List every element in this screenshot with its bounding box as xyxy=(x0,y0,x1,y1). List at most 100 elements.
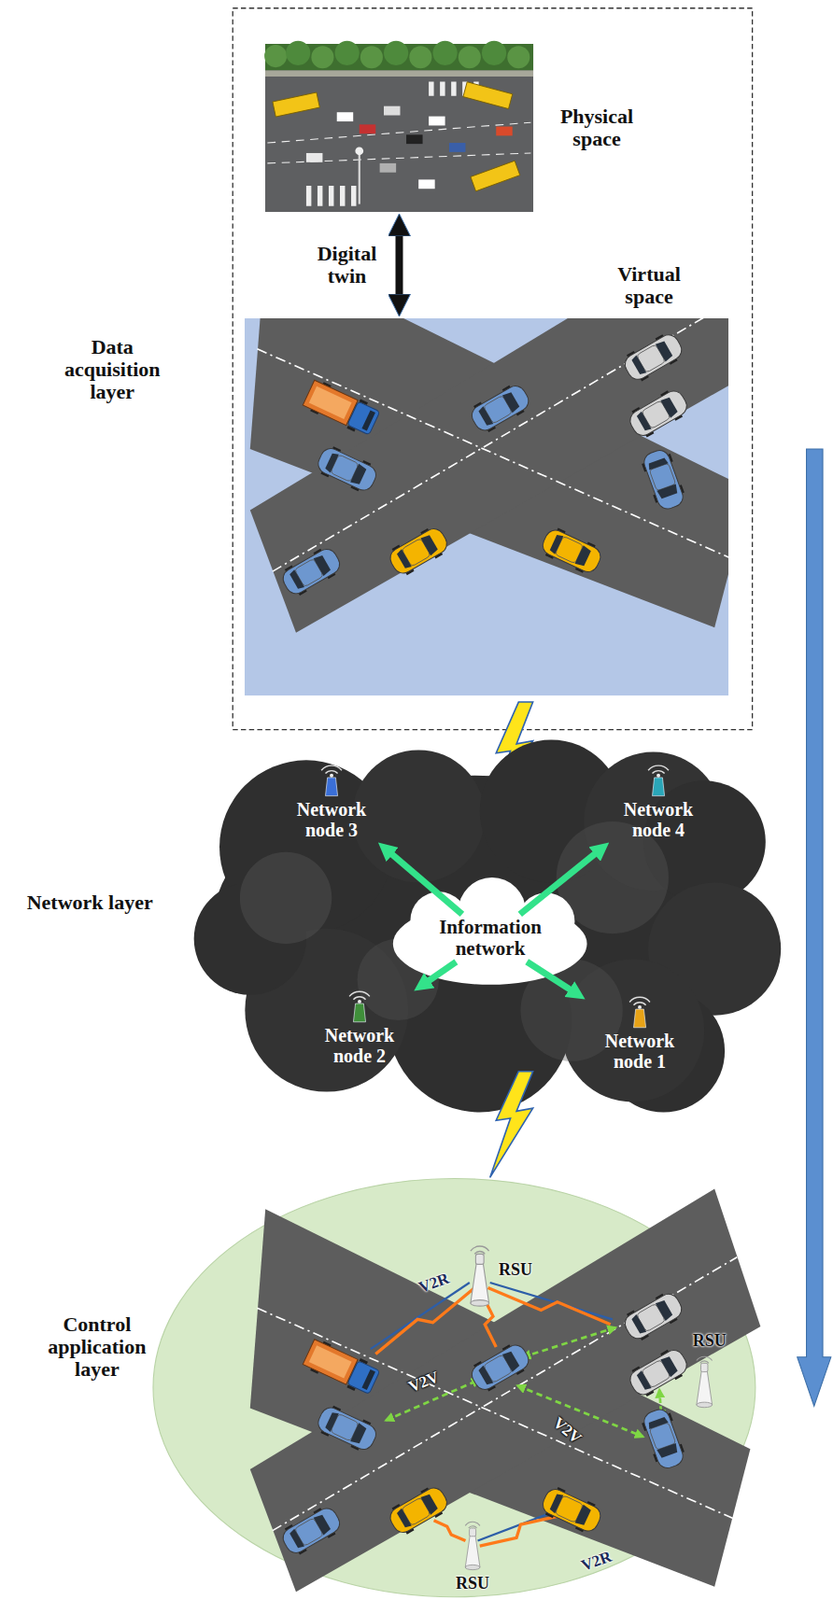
car xyxy=(625,386,691,440)
street-car xyxy=(418,179,435,189)
layer-label: Network layer xyxy=(27,891,154,915)
network-cloud xyxy=(194,739,782,1113)
antenna xyxy=(349,991,370,1022)
car xyxy=(467,381,533,436)
wireless-link xyxy=(490,1072,534,1179)
network-node-label: Network node 1 xyxy=(588,1030,692,1073)
v2r-signal xyxy=(375,1287,475,1355)
rsu-label: RSU xyxy=(455,1575,490,1595)
lane-marking xyxy=(256,318,729,572)
street-car xyxy=(337,112,353,122)
lane-marking xyxy=(267,122,531,164)
v2v-link xyxy=(517,1385,643,1438)
truck xyxy=(302,379,382,437)
tree xyxy=(310,45,334,69)
cloud-part xyxy=(352,749,485,883)
rsu-tower xyxy=(470,1246,490,1307)
v2r-signal xyxy=(488,1287,611,1325)
network-node: Network node 2 xyxy=(308,991,411,1067)
car xyxy=(621,1290,686,1344)
tree xyxy=(432,41,457,66)
street-car xyxy=(359,124,376,134)
tree xyxy=(507,45,530,69)
lamp xyxy=(354,146,364,156)
car xyxy=(314,444,381,495)
cloud-label: Information network xyxy=(410,917,570,961)
car xyxy=(314,1404,381,1455)
network-node: Network node 1 xyxy=(588,997,692,1073)
cloud-shade xyxy=(240,852,332,945)
street-car xyxy=(449,142,466,153)
sidewalk xyxy=(265,70,534,77)
street-car xyxy=(380,163,396,173)
street-car xyxy=(428,116,445,127)
car xyxy=(538,526,605,577)
information-network-cloud: Information network xyxy=(410,917,570,961)
rsu-tower xyxy=(696,1356,713,1409)
network-node: Network node 3 xyxy=(280,765,383,841)
lamp-post xyxy=(358,153,361,205)
tree xyxy=(481,41,507,66)
car xyxy=(279,545,344,599)
image-caption: Physical space xyxy=(545,105,649,151)
layer-label: Control application layer xyxy=(39,1313,156,1383)
street-photo xyxy=(265,43,534,212)
network-arrow xyxy=(520,850,600,915)
panel-caption: Virtual space xyxy=(597,263,701,309)
truck xyxy=(302,1339,382,1397)
car xyxy=(386,524,452,579)
tree xyxy=(264,44,287,68)
rsu-tower xyxy=(465,1522,481,1570)
network-node-label: Network node 4 xyxy=(607,799,710,841)
car xyxy=(640,1407,687,1472)
tree xyxy=(335,41,360,66)
street-car xyxy=(495,127,512,137)
street-car xyxy=(306,153,323,163)
bus xyxy=(463,82,513,110)
street-car xyxy=(406,134,423,144)
antenna xyxy=(629,997,650,1028)
road xyxy=(250,1188,762,1593)
digital-twin-arrow xyxy=(395,229,404,301)
network-arrow xyxy=(388,851,463,916)
tree xyxy=(458,45,481,69)
car xyxy=(640,447,687,512)
tree xyxy=(360,45,383,69)
v2v-link xyxy=(522,1327,616,1358)
street-car xyxy=(383,106,400,116)
network-arrow xyxy=(424,961,457,984)
car xyxy=(467,1341,533,1395)
rsu-label: RSU xyxy=(498,1261,533,1281)
car xyxy=(625,1346,691,1400)
tree xyxy=(383,41,409,66)
v2r-line xyxy=(490,1283,613,1320)
car xyxy=(538,1485,605,1536)
road xyxy=(250,318,729,634)
physical-space-image: Physical space xyxy=(265,43,534,212)
tree xyxy=(285,41,311,66)
network-node-label: Network node 2 xyxy=(308,1025,411,1067)
information-cloud xyxy=(393,877,588,986)
network-node: Network node 4 xyxy=(607,765,710,841)
rsu-label: RSU xyxy=(692,1333,727,1353)
layer-label: Data acquisition layer xyxy=(54,335,170,404)
v2r-signal xyxy=(434,1521,466,1542)
car xyxy=(386,1483,452,1538)
bus xyxy=(272,92,320,117)
network-node-label: Network node 3 xyxy=(280,799,383,841)
flow-arrow xyxy=(797,449,832,1407)
antenna xyxy=(648,765,669,796)
lane-marking xyxy=(256,1257,737,1532)
v2r-line xyxy=(370,1283,470,1350)
car xyxy=(621,330,686,384)
antenna xyxy=(321,765,342,796)
virtual-space-panel: Virtual space xyxy=(244,318,729,696)
bus xyxy=(470,160,521,192)
edge-label: Digital twin xyxy=(310,242,385,288)
crosswalk xyxy=(306,81,480,206)
v2r-signal xyxy=(480,1516,558,1547)
tree xyxy=(409,45,432,69)
